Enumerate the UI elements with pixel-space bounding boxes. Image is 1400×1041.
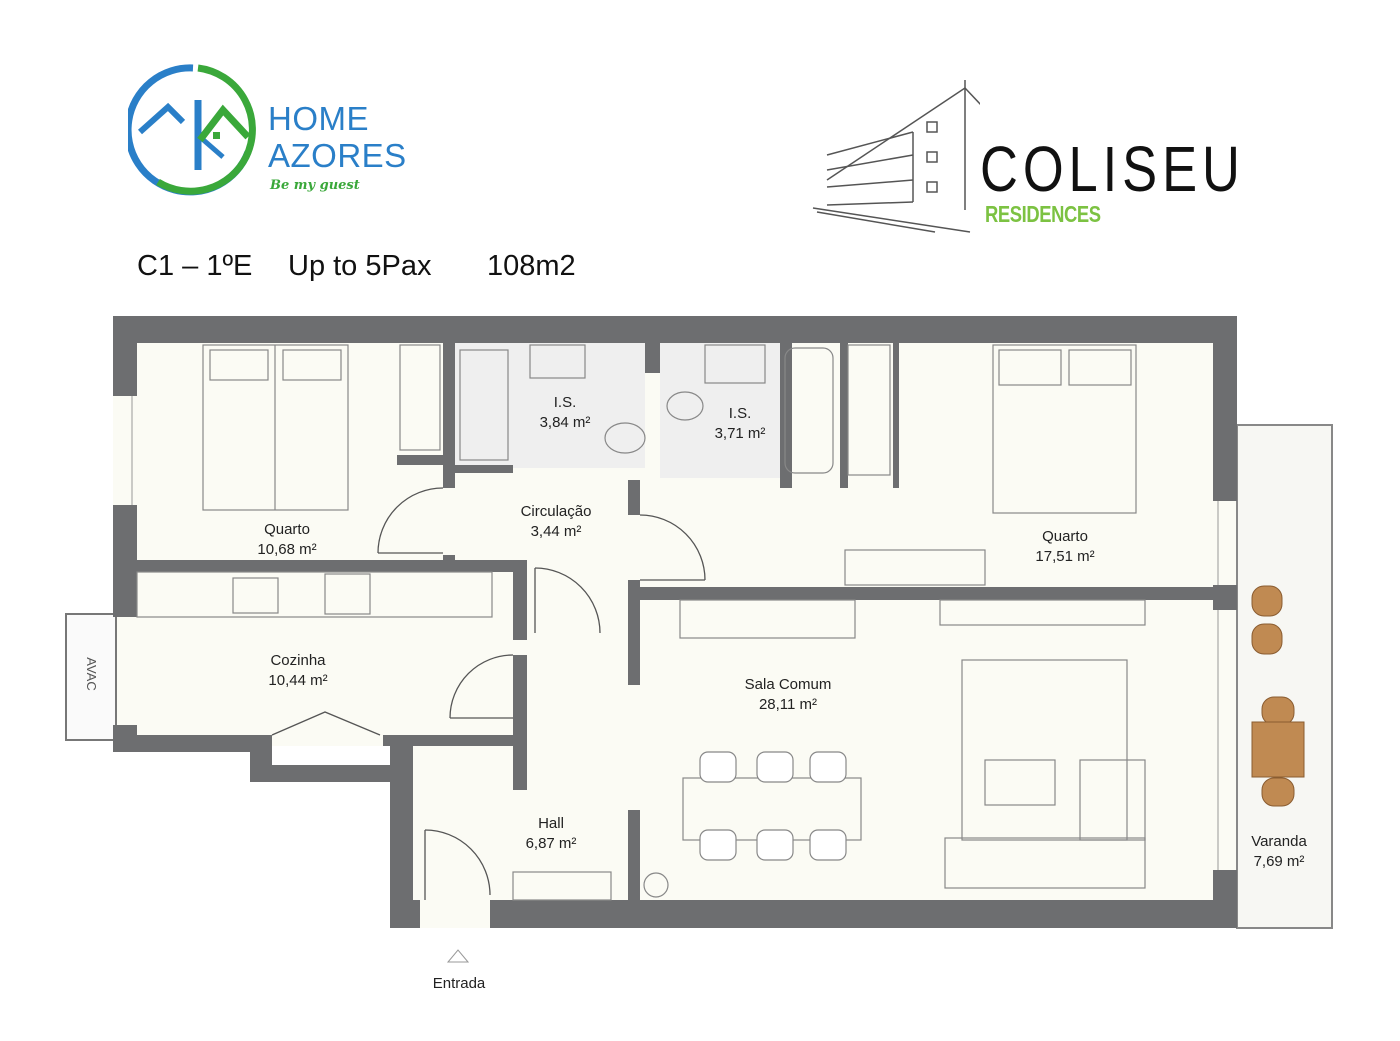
room-circulacao: Circulação 3,44 m² [496, 502, 616, 542]
room-name: Sala Comum [744, 676, 832, 693]
unit-capacity: Up to 5Pax [288, 250, 432, 282]
walls [113, 316, 1237, 928]
room-area: 10,68 m² [257, 541, 317, 558]
shoe-cabinet [512, 871, 612, 901]
room-area: 3,44 m² [530, 523, 582, 540]
brand-residences: RESIDENCES [985, 201, 1101, 227]
avac-label: AVAC [84, 657, 99, 691]
room-area: 28,11 m² [758, 696, 818, 713]
brand-tagline: Be my guest [270, 178, 360, 193]
room-quarto-1: Quarto 10,68 m² [227, 520, 347, 560]
room-is-1: I.S. 3,84 m² [505, 393, 625, 433]
room-name: I.S. [553, 394, 577, 411]
room-area: 17,51 m² [1035, 548, 1095, 565]
room-area: 10,44 m² [268, 672, 328, 689]
door-swings [271, 487, 706, 900]
room-name: Varanda [1251, 833, 1307, 850]
room-quarto-2: Quarto 17,51 m² [1005, 527, 1125, 567]
coliseu-logo: COLISEU RESIDENCES [805, 80, 1245, 240]
shower [459, 349, 509, 461]
room-area: 6,87 m² [525, 835, 577, 852]
sofa [944, 837, 1146, 889]
room-area: 3,71 m² [714, 425, 766, 442]
windows [131, 396, 1219, 963]
room-sala-comum: Sala Comum 28,11 m² [718, 675, 858, 715]
furniture [136, 344, 1146, 901]
desk [844, 549, 986, 586]
brand-home: HOME [268, 100, 369, 137]
wardrobe-2 [847, 344, 891, 476]
home-azores-emblem-icon [124, 64, 256, 196]
dining-chairs [699, 751, 847, 861]
brand-coliseu: COLISEU [980, 133, 1245, 205]
drain-icon [643, 872, 669, 898]
rug [961, 659, 1128, 841]
room-name: Circulação [520, 503, 592, 520]
room-cozinha: Cozinha 10,44 m² [238, 651, 358, 691]
entrance-label: Entrada [432, 975, 486, 992]
balcony-furniture [1251, 585, 1305, 807]
room-name: Quarto [1042, 528, 1088, 545]
coffee-table [984, 759, 1056, 806]
tv-unit [939, 599, 1146, 626]
room-area: 3,84 m² [539, 414, 591, 431]
building-sketch-icon [812, 80, 980, 233]
room-hall: Hall 6,87 m² [491, 814, 611, 854]
double-bed [992, 344, 1137, 514]
room-name: Hall [538, 815, 564, 832]
bathtub [784, 347, 834, 474]
room-area: 7,69 m² [1253, 853, 1305, 870]
wardrobe [399, 344, 441, 451]
kitchen-counter [136, 571, 493, 618]
room-name: Quarto [264, 521, 310, 538]
unit-area: 108m2 [487, 250, 576, 282]
brand-azores: AZORES [268, 137, 407, 174]
room-name: I.S. [728, 405, 752, 422]
room-varanda: Varanda 7,69 m² [1239, 832, 1319, 872]
room-is-2: I.S. 3,71 m² [680, 404, 800, 444]
unit-code: C1 – 1ºE [137, 250, 253, 282]
room-name: Cozinha [270, 652, 326, 669]
entrance-arrow-icon [446, 949, 470, 963]
toilet [604, 422, 646, 454]
home-azores-logo: HOME AZORES Be my guest [124, 62, 418, 202]
sideboard [679, 599, 856, 639]
